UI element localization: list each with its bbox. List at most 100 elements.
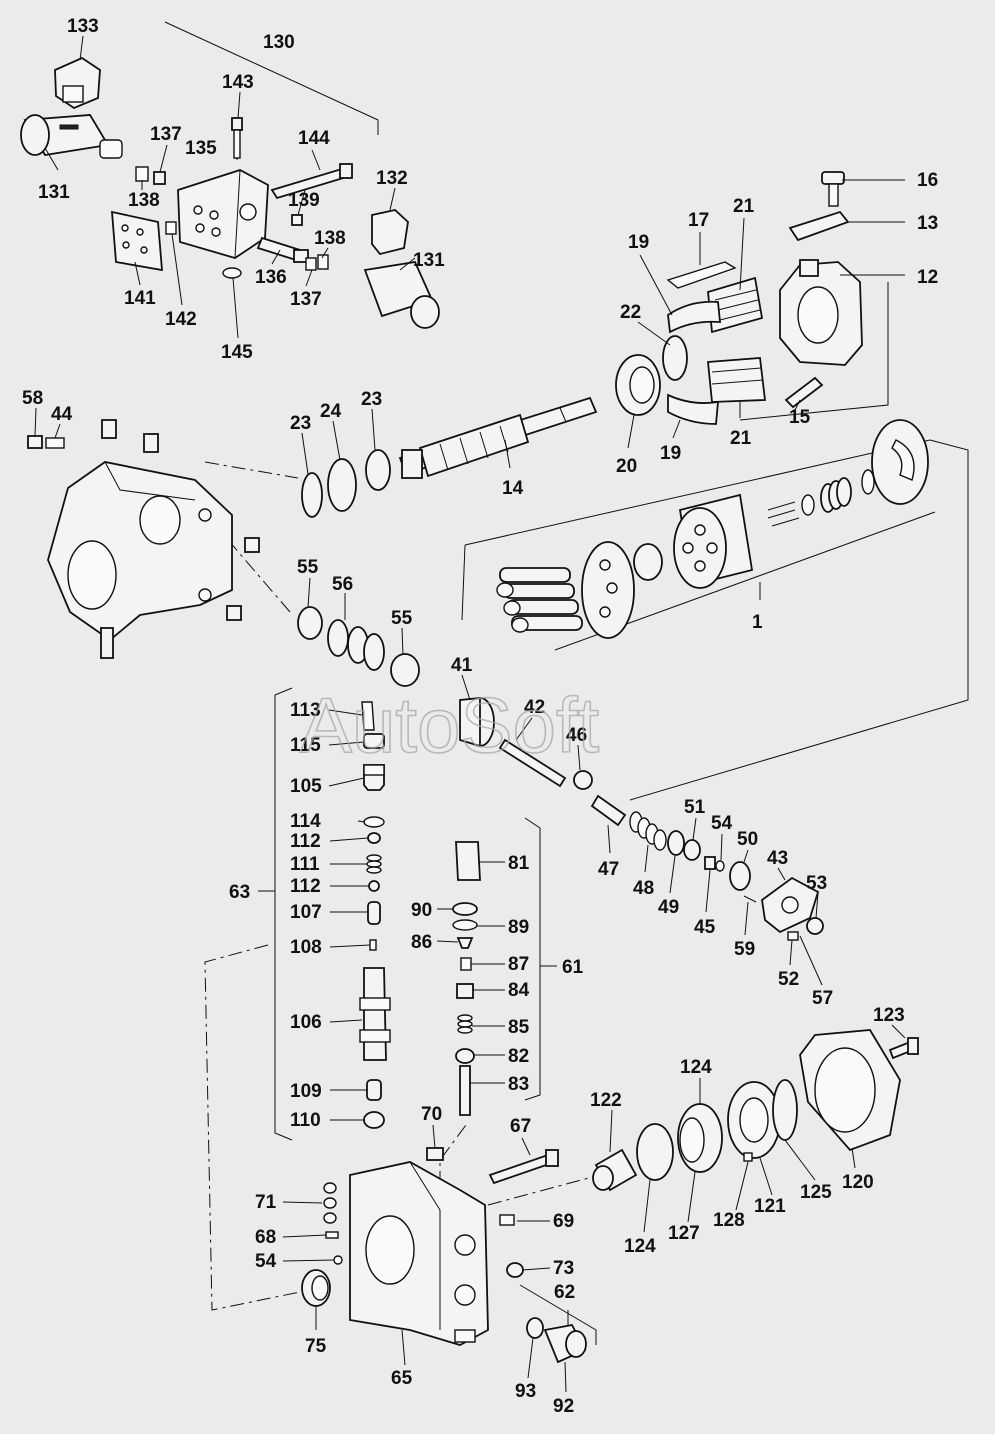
label-121: 121 (754, 1196, 786, 1217)
seat-49 (667, 830, 685, 856)
label-138-right: 138 (314, 228, 346, 249)
label-89: 89 (508, 917, 529, 938)
label-145: 145 (221, 342, 253, 363)
label-67: 67 (510, 1116, 531, 1137)
label-120: 120 (842, 1172, 874, 1193)
screw-52 (787, 931, 799, 941)
label-47: 47 (598, 859, 619, 880)
label-51: 51 (684, 797, 706, 818)
rod-42 (498, 738, 567, 788)
label-68: 68 (255, 1227, 276, 1248)
label-105: 105 (290, 776, 322, 797)
valve-housing-65 (349, 1161, 489, 1346)
spring-48 (629, 811, 667, 851)
label-17: 17 (688, 210, 709, 231)
oring-54a (715, 860, 725, 872)
watermark: AutoSoft (300, 681, 600, 769)
label-22: 22 (620, 302, 641, 323)
label-19-bottom: 19 (660, 443, 681, 464)
plug-139 (291, 214, 303, 226)
plug-bottom (100, 627, 114, 659)
label-124-bottom: 124 (624, 1236, 656, 1257)
label-46: 46 (566, 725, 587, 746)
piston-47 (590, 794, 627, 827)
label-90: 90 (411, 900, 432, 921)
label-54-bottom: 54 (255, 1251, 277, 1272)
label-52: 52 (778, 969, 799, 990)
label-54-top: 54 (711, 813, 733, 834)
spool-136 (256, 236, 309, 263)
label-135: 135 (185, 138, 217, 159)
circlip-23a (301, 472, 323, 518)
sleeve-122 (592, 1148, 638, 1192)
cover-43 (761, 876, 820, 934)
label-62: 62 (554, 1282, 575, 1303)
leader-lines (34, 35, 906, 1393)
bushing-55a (297, 606, 323, 640)
nut-53 (806, 917, 824, 935)
label-16: 16 (917, 170, 938, 191)
pin-128 (743, 1152, 753, 1162)
plug-70 (426, 1147, 444, 1161)
circlip-23b (365, 449, 391, 491)
label-42: 42 (524, 697, 545, 718)
shell-19-top (667, 300, 722, 334)
flange-121 (727, 1079, 798, 1159)
pump-housing (47, 461, 233, 642)
label-136: 136 (255, 267, 287, 288)
label-115: 115 (290, 735, 321, 756)
plug-top-a (101, 419, 117, 439)
label-20: 20 (616, 456, 637, 477)
label-110: 110 (290, 1110, 321, 1131)
bracket-12 (739, 282, 889, 421)
oring-93 (526, 1317, 544, 1339)
plate-127 (677, 1103, 723, 1173)
pin-15 (784, 376, 824, 409)
label-86: 86 (411, 932, 432, 953)
bush-45 (704, 856, 716, 870)
label-113: 113 (290, 700, 321, 721)
bracket-62 (519, 1284, 597, 1345)
label-141: 141 (124, 288, 156, 309)
gasket-plate-141 (111, 210, 163, 272)
bolt-144 (270, 163, 353, 200)
oring-124 (636, 1123, 674, 1181)
plug-137a (153, 171, 166, 185)
solenoid-coil-131-bottom (363, 261, 440, 329)
solenoid-coil-131-top (20, 114, 123, 159)
label-69: 69 (553, 1211, 574, 1232)
swashplate-12 (779, 259, 863, 366)
label-133: 133 (67, 16, 99, 37)
ball-guide (633, 543, 663, 581)
seat-46 (573, 770, 593, 790)
oring-145 (222, 267, 242, 279)
circlip-51 (683, 839, 701, 861)
label-124-top: 124 (680, 1057, 712, 1078)
label-23-right: 23 (361, 389, 382, 410)
pin-68 (325, 1231, 339, 1239)
label-93: 93 (515, 1381, 536, 1402)
port-plate-120 (799, 1029, 901, 1152)
screw-44 (45, 437, 65, 449)
label-132: 132 (376, 168, 408, 189)
pistons (496, 567, 583, 633)
guide-17 (666, 261, 737, 289)
valve-block-135 (177, 169, 269, 259)
label-144: 144 (298, 128, 330, 149)
label-50: 50 (737, 829, 758, 850)
label-112-top: 112 (290, 831, 321, 852)
bearing-20 (615, 354, 661, 416)
label-44: 44 (51, 404, 73, 425)
label-63: 63 (229, 882, 250, 903)
bolt-123 (888, 1037, 919, 1060)
snap-ring-22 (662, 335, 688, 381)
label-108: 108 (290, 937, 322, 958)
label-13: 13 (917, 213, 938, 234)
label-65: 65 (391, 1368, 413, 1389)
spring-138b (317, 254, 329, 270)
part-labels: 133 130 143 137 135 144 138 131 139 132 … (22, 16, 938, 1417)
label-59: 59 (734, 939, 755, 960)
valve-stack-63 (359, 701, 391, 1129)
bushing-55b (390, 653, 420, 687)
